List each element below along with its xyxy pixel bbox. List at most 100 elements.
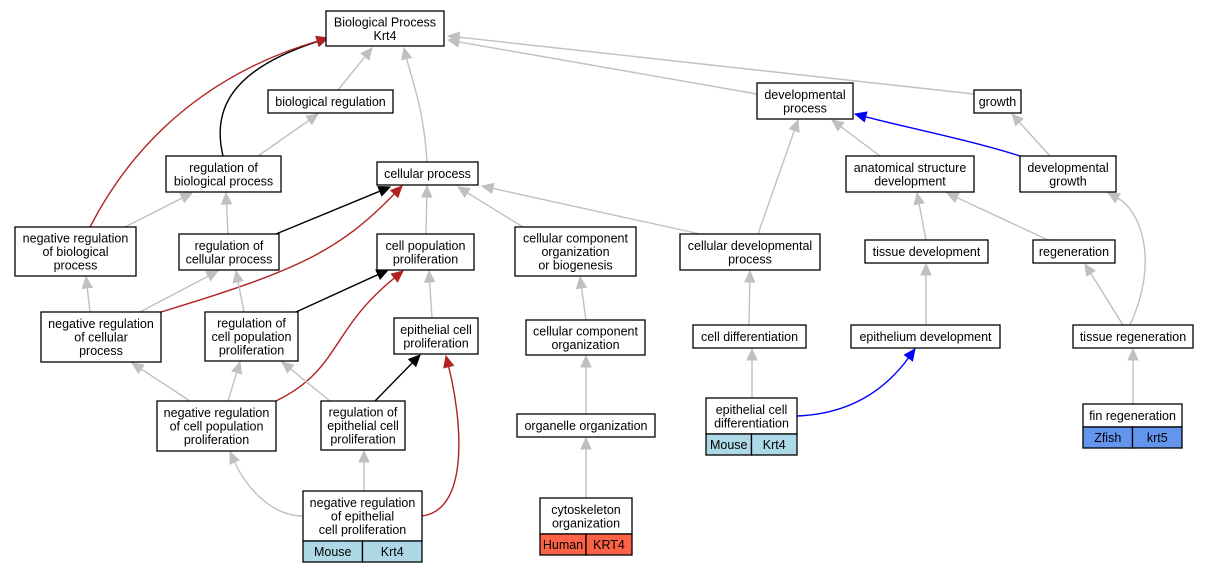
node-label-line: epithelium development	[859, 330, 992, 344]
edge-arrowhead	[377, 186, 392, 197]
edge-arrowhead	[920, 262, 932, 276]
species-label: Zfish	[1094, 431, 1121, 445]
edge-is-a	[831, 119, 881, 157]
go-term-node[interactable]: cellular process	[376, 161, 479, 186]
go-term-node[interactable]: cell differentiation	[692, 324, 807, 349]
edge-is-a	[746, 347, 758, 398]
edge-arrowhead	[446, 31, 461, 44]
edge-layer	[81, 31, 1146, 517]
edge-is-a	[227, 360, 243, 402]
node-box	[514, 226, 637, 277]
edge-negatively-regulates	[421, 354, 460, 517]
edge-arrowhead	[130, 362, 145, 375]
edge-arrowhead	[315, 35, 330, 47]
edge-line	[257, 119, 310, 157]
species-label: Mouse	[710, 438, 748, 452]
edge-arrowhead	[407, 354, 421, 368]
node-label-line: of cell population	[170, 420, 264, 434]
edge-line	[429, 281, 433, 319]
node-box	[320, 400, 406, 451]
edge-is-a	[420, 184, 433, 235]
node-box	[156, 400, 277, 452]
edge-regulates	[295, 269, 390, 313]
edge-is-a	[139, 270, 220, 313]
edge-arrowhead	[853, 111, 868, 123]
edge-arrowhead	[575, 275, 588, 290]
edge-arrowhead	[305, 113, 319, 126]
go-term-node[interactable]: regeneration	[1032, 239, 1116, 264]
edge-is-a	[423, 269, 436, 319]
edge-is-a	[920, 262, 932, 325]
edge-arrowhead	[945, 192, 960, 204]
node-label-line: Krt4	[374, 29, 397, 43]
node-box	[1072, 324, 1194, 349]
edge-line	[405, 58, 428, 163]
node-box	[705, 397, 798, 435]
edge-is-a	[81, 275, 94, 313]
edge-arrowhead	[360, 47, 373, 61]
go-term-node[interactable]: growth	[973, 89, 1022, 114]
go-term-node[interactable]: organelle organization	[516, 413, 656, 438]
node-box	[325, 10, 445, 47]
node-label-line: proliferation	[184, 433, 249, 447]
edge-regulates	[374, 354, 421, 402]
go-term-node[interactable]: epithelium development	[850, 324, 1001, 349]
go-term-node[interactable]: tissue regeneration	[1072, 324, 1194, 349]
node-label-line: cellular component	[523, 232, 628, 246]
edge-line	[458, 36, 975, 95]
node-label-line: cell differentiation	[701, 330, 798, 344]
node-label-line: differentiation	[714, 416, 789, 430]
edge-line	[233, 461, 304, 517]
node-box	[525, 319, 646, 356]
edge-is-a	[945, 192, 1049, 241]
edge-line	[124, 197, 183, 228]
edge-is-a	[130, 362, 191, 402]
edge-is-a	[757, 118, 800, 235]
edge-line	[1117, 197, 1146, 326]
edge-negatively-regulates	[275, 270, 404, 402]
edge-arrowhead	[744, 269, 756, 283]
edge-is-a	[281, 361, 331, 402]
gene-label: Krt4	[381, 545, 404, 559]
edge-arrowhead	[389, 185, 403, 199]
go-term-node[interactable]: biological regulation	[267, 89, 394, 114]
edge-arrowhead	[420, 184, 433, 198]
node-box	[165, 155, 282, 193]
go-term-node[interactable]: tissue development	[864, 239, 989, 264]
node-label-line: of biological	[42, 245, 108, 259]
node-box	[376, 161, 479, 186]
node-label-line: cell population	[212, 330, 292, 344]
node-label-line: negative regulation	[48, 317, 154, 331]
node-label-line: proliferation	[403, 336, 468, 350]
edge-arrowhead	[580, 354, 592, 368]
edge-arrowhead	[746, 347, 758, 361]
edge-is-a	[446, 31, 975, 95]
node-label-line: negative regulation	[310, 496, 416, 510]
edge-arrowhead	[1011, 113, 1024, 127]
edge-is-a	[580, 436, 592, 498]
edge-arrowhead	[229, 450, 241, 465]
node-box	[1019, 155, 1117, 193]
species-tag-cell	[750, 433, 798, 456]
